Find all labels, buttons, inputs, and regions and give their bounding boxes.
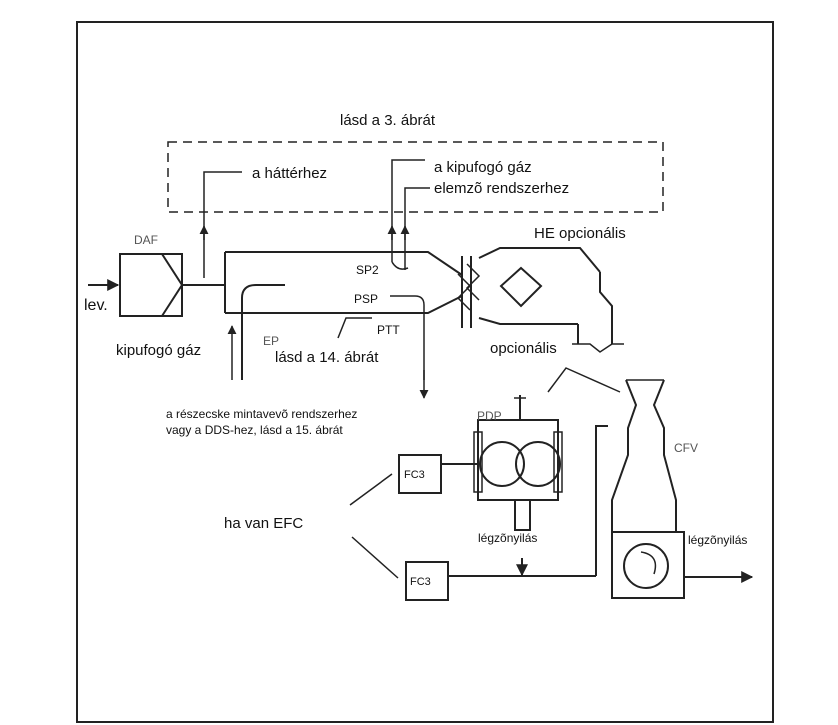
daf-filter	[119, 253, 184, 317]
pdp-pump	[473, 395, 563, 531]
sp2-probe	[391, 159, 425, 262]
label-fc3-bottom: FC3	[410, 576, 431, 588]
outer-frame	[76, 21, 774, 723]
label-particle-1: a részecske mintavevõ rendszerhez	[166, 407, 357, 421]
label-exhaust-to-1: a kipufogó gáz	[434, 159, 532, 176]
fc3-top-box	[398, 454, 442, 494]
label-cfv: CFV	[674, 441, 698, 455]
psp-probe	[390, 295, 425, 380]
label-vent-cfv: légzõnyilás	[688, 533, 747, 547]
fc3-bottom-box	[405, 561, 449, 601]
label-particle-2: vagy a DDS-hez, lásd a 15. ábrát	[166, 423, 343, 437]
optional-link	[547, 367, 621, 393]
label-exhaust-to-2: elemzõ rendszerhez	[434, 180, 569, 197]
label-fc3-top: FC3	[404, 469, 425, 481]
background-sample-line	[203, 171, 242, 278]
label-see-fig14: lásd a 14. ábrát	[275, 349, 379, 366]
label-vent-pdp: légzõnyilás	[478, 531, 537, 545]
label-ep: EP	[263, 334, 279, 348]
ptt-transfer-tube	[337, 317, 372, 339]
label-if-efc: ha van EFC	[224, 515, 303, 532]
label-ptt: PTT	[377, 323, 400, 337]
label-exhaust-gas: kipufogó gáz	[116, 342, 201, 359]
label-daf: DAF	[134, 233, 158, 247]
label-lev: lev.	[84, 297, 108, 314]
cfv-venturi	[611, 379, 685, 599]
exhaust-inlet-pipe	[241, 284, 285, 380]
label-sp2: SP2	[356, 263, 379, 277]
label-to-background: a háttérhez	[252, 165, 327, 182]
heat-exchanger	[478, 247, 624, 353]
label-optional: opcionális	[490, 340, 557, 357]
label-see-fig3: lásd a 3. ábrát	[340, 112, 436, 129]
label-he-optional: HE opcionális	[534, 225, 626, 242]
analyzer-dashed-box	[167, 141, 664, 213]
label-pdp: PDP	[477, 409, 502, 423]
dilution-tunnel	[224, 251, 463, 314]
tunnel-coupling	[456, 256, 481, 328]
label-psp: PSP	[354, 292, 378, 306]
